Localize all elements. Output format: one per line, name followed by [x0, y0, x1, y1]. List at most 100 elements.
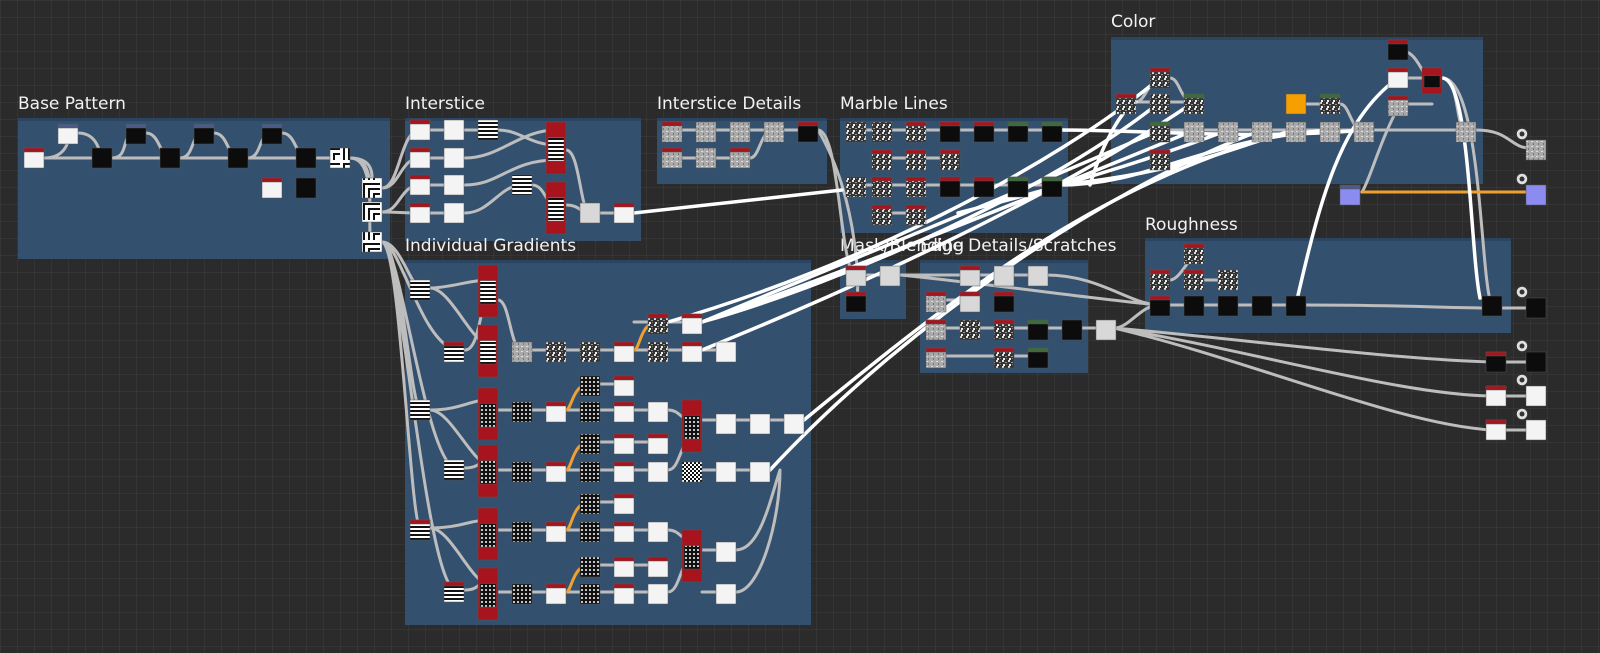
graph-node[interactable] [409, 119, 431, 141]
graph-node[interactable] [939, 149, 961, 171]
graph-node[interactable] [1455, 121, 1477, 143]
graph-node[interactable] [1251, 121, 1273, 143]
graph-node[interactable] [993, 265, 1015, 287]
graph-node[interactable] [1183, 269, 1205, 291]
graph-node[interactable] [579, 461, 601, 483]
graph-node[interactable] [579, 556, 601, 578]
graph-node[interactable] [361, 177, 383, 199]
graph-node[interactable] [845, 176, 867, 198]
graph-node[interactable] [545, 461, 567, 483]
graph-node[interactable] [681, 461, 703, 483]
graph-node[interactable] [905, 121, 927, 143]
graph-node[interactable] [959, 291, 981, 313]
graph-node[interactable] [715, 341, 737, 363]
graph-node[interactable] [613, 583, 635, 605]
graph-node[interactable] [1217, 121, 1239, 143]
gradient-node[interactable] [477, 387, 499, 441]
graph-node[interactable] [959, 265, 981, 287]
graph-node[interactable] [681, 341, 703, 363]
graph-node[interactable] [879, 265, 901, 287]
graph-node[interactable] [545, 341, 567, 363]
graph-node[interactable] [845, 121, 867, 143]
graph-node[interactable] [443, 174, 465, 196]
graph-node[interactable] [939, 176, 961, 198]
graph-node[interactable] [905, 176, 927, 198]
graph-node[interactable] [661, 121, 683, 143]
graph-node[interactable] [871, 121, 893, 143]
graph-node[interactable] [845, 265, 867, 287]
graph-node[interactable] [613, 341, 635, 363]
graph-node[interactable] [511, 174, 533, 196]
graph-node[interactable] [1027, 347, 1049, 369]
graph-node[interactable] [905, 204, 927, 226]
graph-node[interactable] [1319, 121, 1341, 143]
graph-node[interactable] [729, 121, 751, 143]
graph-node[interactable] [1149, 67, 1171, 89]
graph-node[interactable] [749, 461, 771, 483]
graph-node[interactable] [409, 174, 431, 196]
graph-node[interactable] [409, 147, 431, 169]
graph-node[interactable] [579, 521, 601, 543]
graph-node[interactable] [1485, 385, 1507, 407]
graph-node[interactable] [1387, 39, 1409, 61]
graph-node[interactable] [973, 121, 995, 143]
graph-node[interactable] [1251, 295, 1273, 317]
graph-node[interactable] [715, 541, 737, 563]
graph-node[interactable] [511, 521, 533, 543]
graph-node[interactable] [579, 375, 601, 397]
graph-node[interactable] [545, 521, 567, 543]
graph-node[interactable] [125, 123, 147, 145]
output-height[interactable] [1525, 351, 1547, 373]
graph-node[interactable] [1183, 93, 1205, 115]
graph-node[interactable] [613, 202, 635, 224]
graph-node[interactable] [443, 147, 465, 169]
graph-node[interactable] [1319, 93, 1341, 115]
graph-node[interactable] [1485, 351, 1507, 373]
graph-node[interactable] [613, 521, 635, 543]
graph-node[interactable] [477, 119, 499, 141]
graph-node[interactable] [361, 231, 383, 253]
graph-node[interactable] [1149, 295, 1171, 317]
gradient-node[interactable] [477, 567, 499, 621]
graph-node[interactable] [579, 583, 601, 605]
graph-node[interactable] [925, 291, 947, 313]
output-ao[interactable] [1525, 385, 1547, 407]
graph-node[interactable] [1285, 295, 1307, 317]
graph-node[interactable] [511, 461, 533, 483]
graph-node[interactable] [647, 433, 669, 455]
graph-node[interactable] [1353, 121, 1375, 143]
graph-node[interactable] [295, 177, 317, 199]
graph-node[interactable] [1481, 295, 1503, 317]
graph-node[interactable] [613, 556, 635, 578]
graph-node[interactable] [715, 583, 737, 605]
graph-node[interactable] [193, 123, 215, 145]
graph-node[interactable] [23, 147, 45, 169]
graph-node[interactable] [695, 121, 717, 143]
graph-node[interactable] [1485, 419, 1507, 441]
graph-node[interactable] [925, 347, 947, 369]
gradient-node[interactable] [681, 399, 703, 453]
graph-node[interactable] [1217, 295, 1239, 317]
graph-node[interactable] [905, 149, 927, 171]
graph-node[interactable] [545, 583, 567, 605]
graph-node[interactable] [973, 176, 995, 198]
graph-node[interactable] [715, 413, 737, 435]
graph-node[interactable] [1217, 269, 1239, 291]
graph-node[interactable] [409, 279, 431, 301]
graph-node[interactable] [871, 149, 893, 171]
graph-node[interactable] [409, 519, 431, 541]
graph-node[interactable] [939, 121, 961, 143]
graph-node[interactable] [1007, 176, 1029, 198]
graph-node[interactable] [409, 399, 431, 421]
graph-node[interactable] [361, 201, 383, 223]
gradient-node[interactable] [477, 507, 499, 561]
graph-node[interactable] [613, 375, 635, 397]
graph-node[interactable] [511, 583, 533, 605]
graph-node[interactable] [1027, 265, 1049, 287]
gradient-node[interactable] [681, 529, 703, 583]
graph-node[interactable] [1285, 93, 1307, 115]
gradient-node[interactable] [545, 181, 567, 235]
output-mask[interactable] [1525, 419, 1547, 441]
graph-node[interactable] [1115, 93, 1137, 115]
